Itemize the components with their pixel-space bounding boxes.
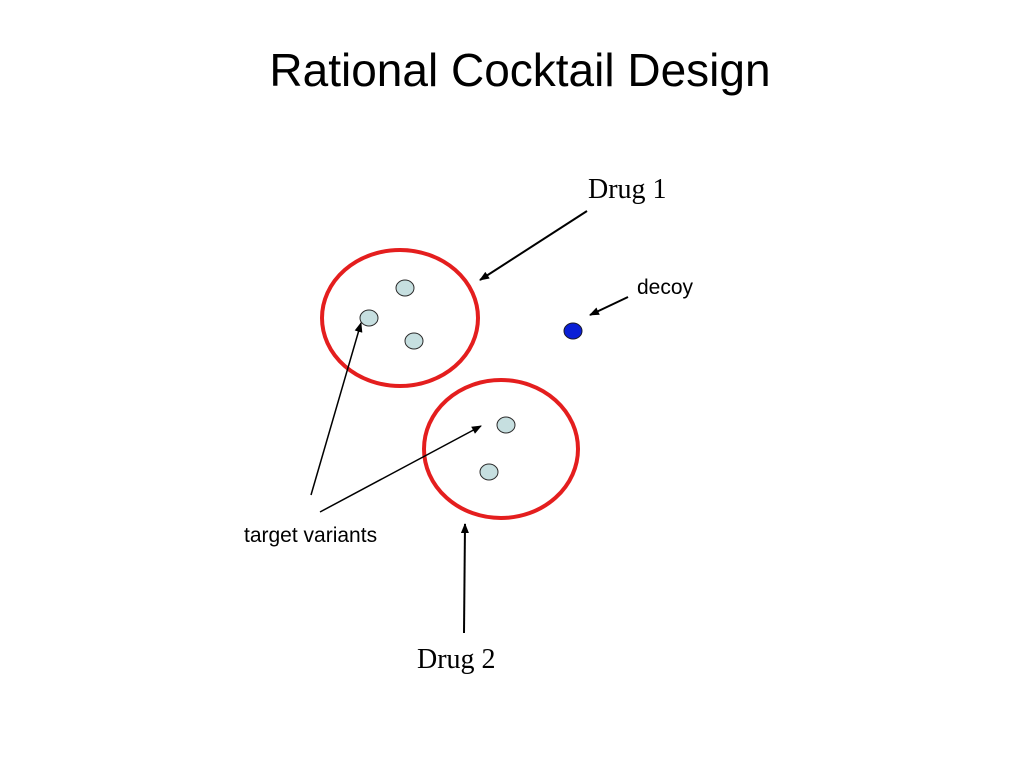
drug2-label: Drug 2 <box>417 644 496 675</box>
target-variant-dot <box>359 309 379 327</box>
target-variant-dot <box>479 463 499 481</box>
drug1-label: Drug 1 <box>588 174 667 205</box>
target-variant-dot <box>395 279 415 297</box>
target-variant-arrow <box>319 425 482 513</box>
drug2-circle <box>422 378 580 520</box>
drug2-arrow <box>460 523 469 634</box>
target-variant-dot <box>404 332 424 350</box>
decoy-dot <box>563 322 583 340</box>
target-variant-dot <box>496 416 516 434</box>
target-variants-label: target variants <box>244 524 378 547</box>
drug1-arrow <box>479 210 588 281</box>
decoy-arrow <box>589 296 629 316</box>
slide-title: Rational Cocktail Design <box>269 44 771 96</box>
drug1-circle <box>320 248 480 388</box>
decoy-label: decoy <box>637 276 694 299</box>
target-variant-arrow <box>310 322 363 496</box>
